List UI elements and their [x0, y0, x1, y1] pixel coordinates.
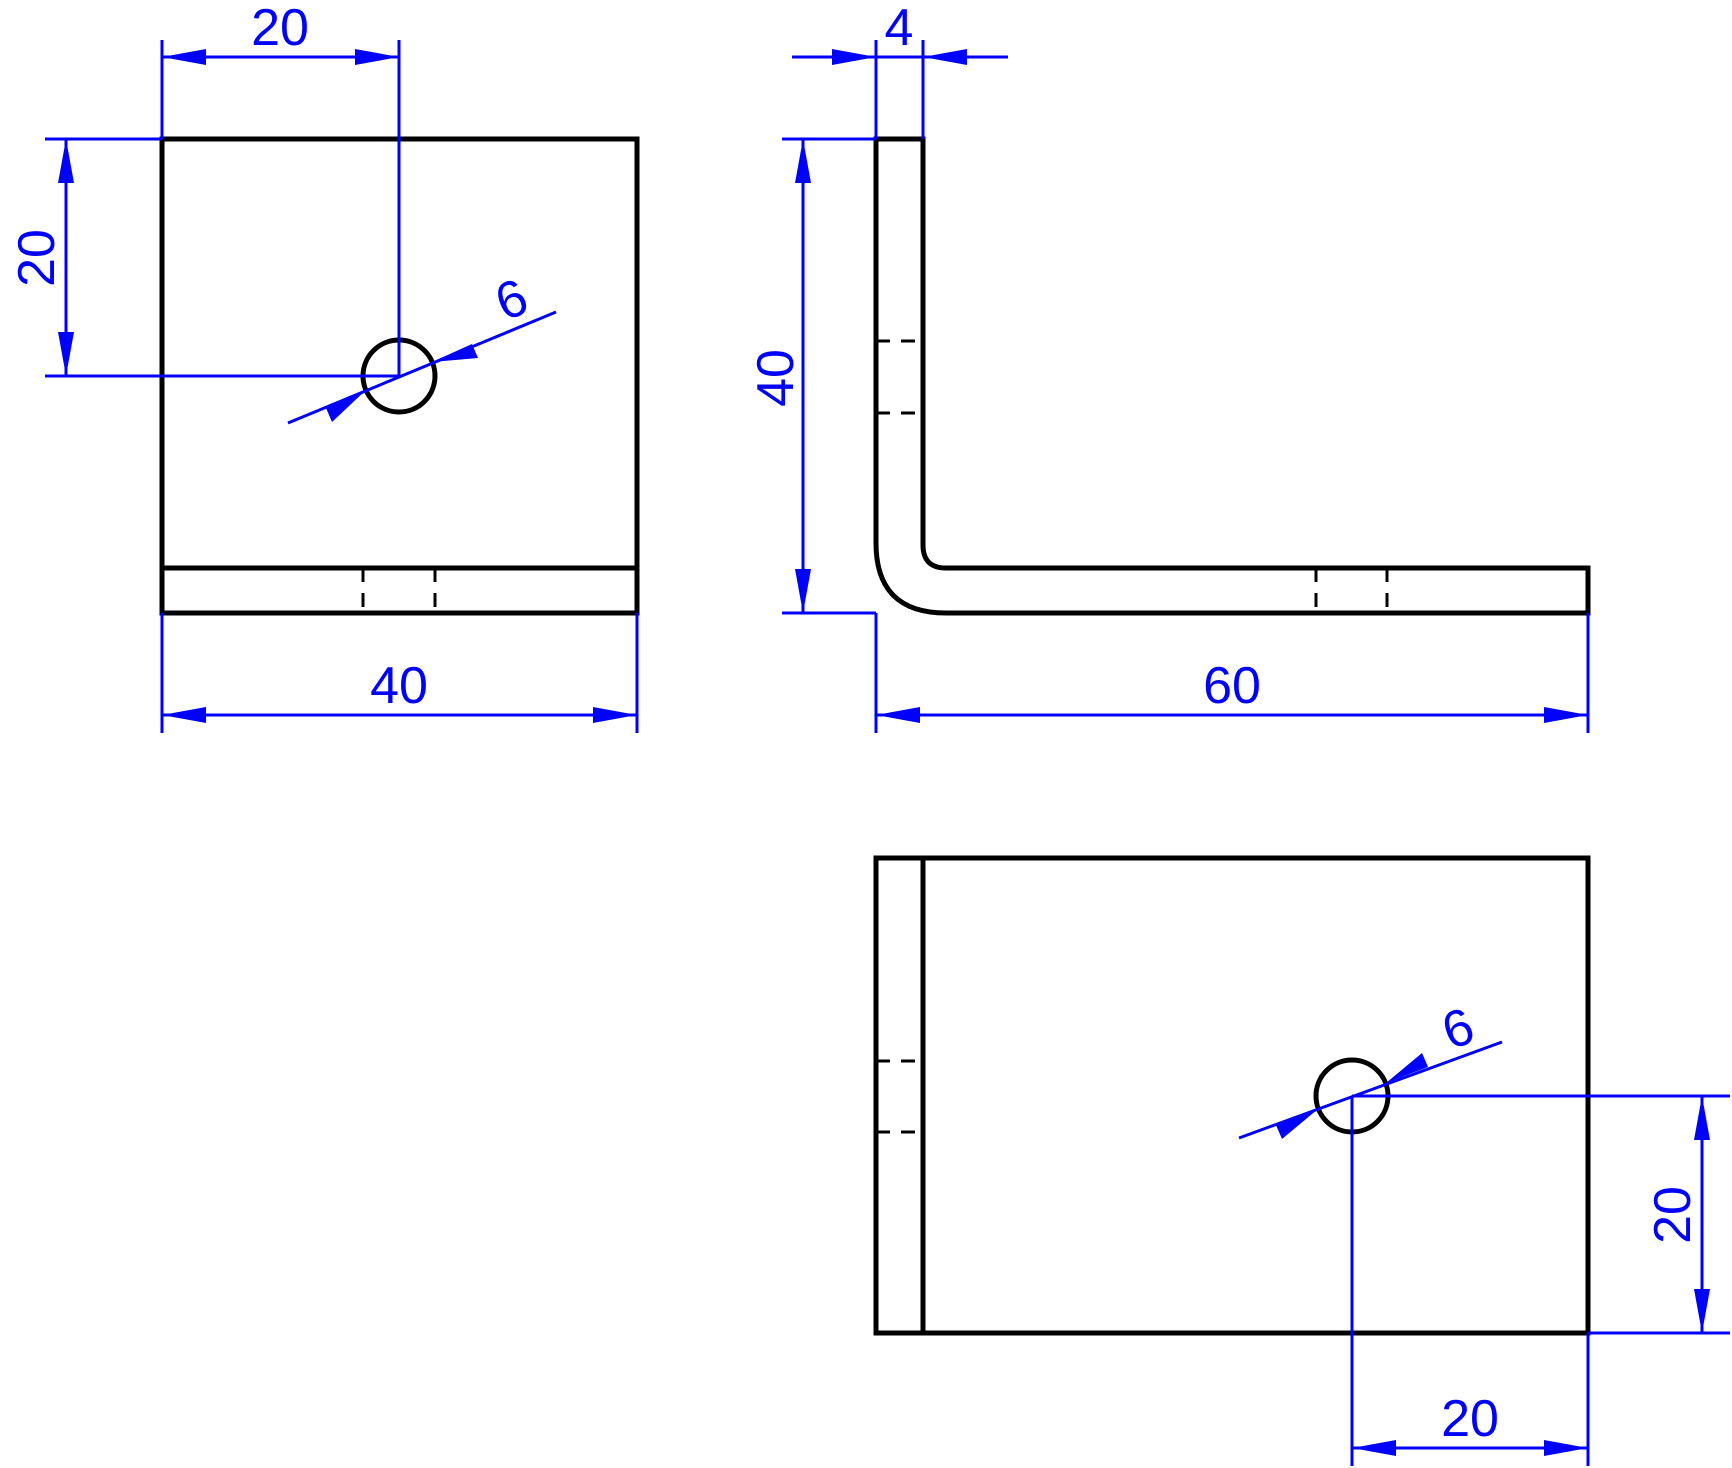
dim-top-hole-x-text: 20 [1441, 1390, 1499, 1448]
dim-front-hole-x-text: 20 [251, 0, 309, 57]
dim-top-hole-y-text: 20 [1644, 1186, 1702, 1244]
dim-side-length-text: 60 [1203, 657, 1261, 715]
dim-side-height-text: 40 [747, 349, 805, 407]
dim-front-width-text: 40 [370, 657, 428, 715]
dim-front-hole-diameter-text: 6 [487, 268, 536, 333]
dim-front-hole-x: 20 [160, 0, 401, 376]
dim-top-hole-x: 20 [1350, 1096, 1590, 1466]
dim-side-height: 40 [747, 137, 876, 615]
dim-front-width: 40 [160, 613, 639, 733]
dim-side-thickness: 4 [792, 0, 1008, 139]
dim-front-hole-y-text: 20 [8, 229, 66, 287]
dim-top-hole-diameter-text: 6 [1435, 997, 1482, 1061]
dim-top-hole-y: 20 [1352, 1094, 1730, 1335]
dim-side-thickness-text: 4 [885, 0, 914, 57]
side-view-angle-profile [873, 136, 1591, 616]
dim-side-length: 60 [874, 613, 1590, 733]
dim-front-hole-y: 20 [8, 137, 399, 378]
side-view [873, 136, 1591, 616]
